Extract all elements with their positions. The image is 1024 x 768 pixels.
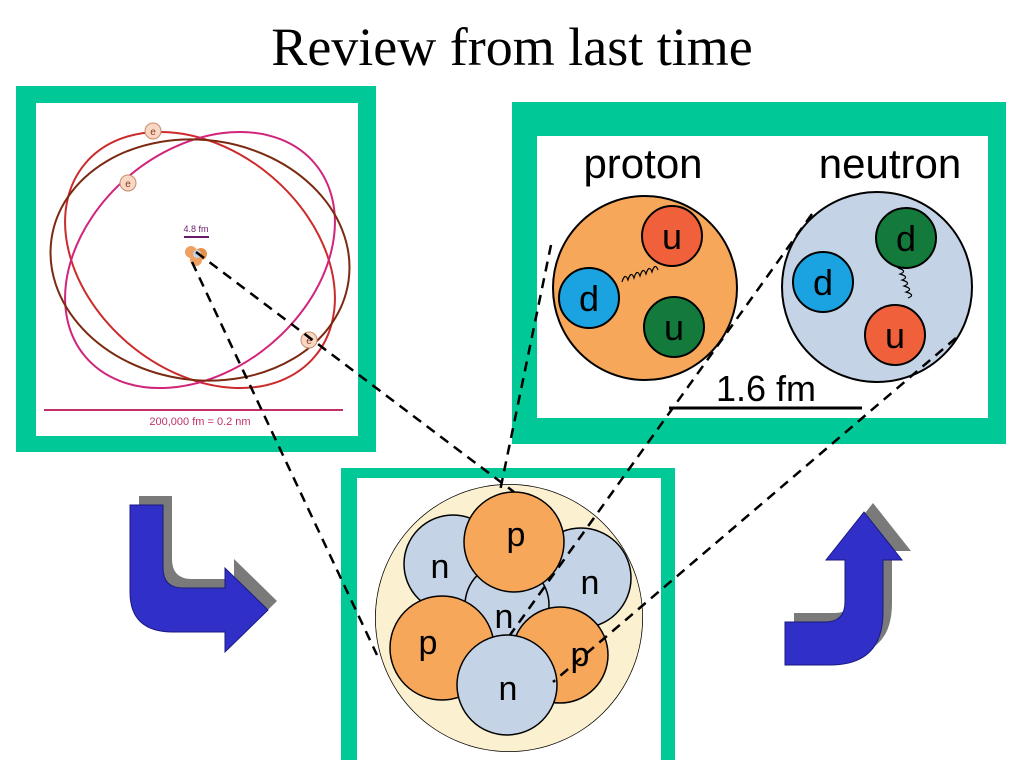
nucleon-panel: proton neutron u d u d	[512, 102, 1006, 444]
up-quark: u	[864, 304, 926, 366]
down-quark: d	[875, 207, 937, 269]
neutron-title: neutron	[819, 140, 961, 187]
quark-label: d	[896, 218, 916, 259]
proton: p	[463, 491, 565, 593]
atom-scale-label: 200,000 fm = 0.2 nm	[149, 416, 250, 428]
nucleon-label: p	[419, 624, 438, 662]
down-quark: d	[792, 251, 854, 313]
atom-panel: e e e 4.8 fm 200,000 fm = 0.2 nm	[16, 86, 376, 452]
electron-label: e	[150, 127, 156, 138]
proton-title: proton	[583, 140, 702, 187]
zoom-connectors	[190, 213, 957, 683]
neutron-diagram: d d u	[781, 191, 973, 383]
gluon-spring-icon	[621, 265, 659, 283]
neutron: n	[456, 634, 558, 736]
nucleus-diagram: n n n p p p n	[375, 484, 643, 752]
quark-label: d	[813, 262, 833, 303]
quark-label: u	[885, 315, 905, 356]
electron-label: e	[125, 179, 131, 190]
electron: e	[300, 331, 318, 349]
proton-diagram: u d u	[552, 195, 738, 381]
gluon-spring-icon	[897, 267, 913, 299]
connector-line	[552, 337, 957, 683]
electron: e	[144, 122, 162, 140]
quark-label: u	[664, 307, 684, 348]
curved-arrow-left-icon	[129, 496, 277, 654]
electron-orbits	[49, 130, 351, 390]
nucleus-panel: n n n p p p n	[341, 468, 675, 760]
nucleus-scale-label: 4.8 fm	[183, 224, 208, 234]
nucleon-scale-label: 1.6 fm	[716, 368, 816, 409]
electron: e	[119, 174, 137, 192]
nucleon-label: p	[507, 516, 526, 554]
down-quark: d	[558, 267, 620, 329]
connector-line	[498, 244, 553, 492]
connector-line	[190, 261, 379, 656]
curved-arrow-right-icon	[784, 503, 911, 666]
orbit-3	[49, 138, 351, 382]
nucleon-label: n	[495, 598, 514, 636]
connector-line	[508, 213, 814, 636]
slide-title: Review from last time	[271, 17, 753, 77]
nucleon-label: n	[581, 564, 600, 602]
electron-label: e	[306, 336, 312, 347]
nucleon-label: n	[499, 670, 518, 708]
nucleon-label: p	[571, 636, 590, 674]
up-quark: u	[643, 296, 705, 358]
nucleon-label: n	[431, 548, 450, 586]
atom-panel-inner	[36, 103, 358, 436]
quark-label: d	[579, 278, 599, 319]
connector-line	[195, 251, 515, 493]
quark-label: u	[662, 216, 682, 257]
orbit-1	[64, 130, 336, 390]
up-quark: u	[641, 205, 703, 267]
